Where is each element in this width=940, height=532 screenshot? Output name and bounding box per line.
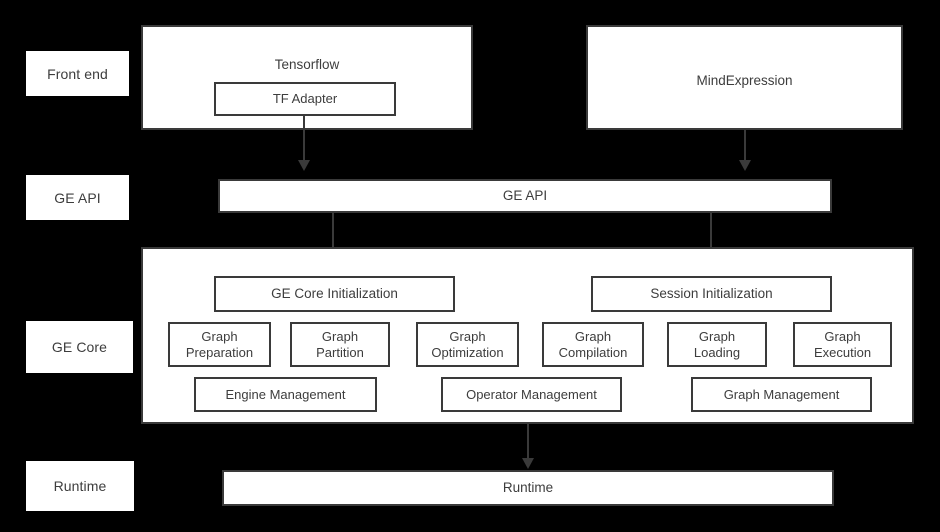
frontend-tf-adapter-label: TF Adapter <box>272 91 338 107</box>
stage-label-runtime-text: Runtime <box>53 478 107 494</box>
stage-label-front-end: Front end <box>26 51 129 96</box>
frontend-tf-adapter-box[interactable]: TF Adapter <box>214 82 396 116</box>
module-graph-optimization-line1: Graph <box>449 328 486 344</box>
manager-graph-management-label: Graph Management <box>723 386 840 402</box>
stage-label-ge-api: GE API <box>26 175 129 220</box>
connector-line-mindexpression-to-ge-api <box>744 130 746 162</box>
manager-engine-management[interactable]: Engine Management <box>194 377 377 412</box>
connector-arrow-mindexpression-to-ge-api <box>739 160 751 171</box>
manager-operator-management[interactable]: Operator Management <box>441 377 622 412</box>
ge-core-container: GE Core Initialization Session Initializ… <box>141 247 914 424</box>
stage-label-ge-core-text: GE Core <box>51 339 108 355</box>
stage-label-runtime: Runtime <box>26 461 134 511</box>
session-initialization-box[interactable]: Session Initialization <box>591 276 832 312</box>
connector-line-tf-adapter-to-ge-api <box>303 114 305 162</box>
module-graph-preparation-line1: Graph <box>201 328 238 344</box>
runtime-bar-label: Runtime <box>502 479 554 495</box>
session-initialization-label: Session Initialization <box>650 285 773 301</box>
connector-arrow-ge-core-to-runtime <box>522 458 534 469</box>
stage-label-ge-core: GE Core <box>26 321 133 373</box>
connector-arrow-tf-adapter-to-ge-api <box>298 160 310 171</box>
module-graph-partition-line1: Graph <box>321 328 359 344</box>
frontend-tensorflow-container: Tensorflow TF Adapter <box>141 25 473 130</box>
manager-graph-management[interactable]: Graph Management <box>691 377 872 412</box>
stage-label-ge-api-text: GE API <box>54 189 101 206</box>
ge-api-bar-label: GE API <box>502 187 548 203</box>
module-graph-optimization-line2: Optimization <box>431 344 504 360</box>
manager-operator-management-label: Operator Management <box>466 386 597 402</box>
runtime-bar[interactable]: Runtime <box>222 470 834 506</box>
connector-line-ge-core-to-runtime <box>527 424 529 460</box>
frontend-mindexpression-container: MindExpression <box>586 25 903 130</box>
module-graph-execution-line1: Graph <box>824 328 861 344</box>
module-graph-compilation-line1: Graph <box>574 328 612 344</box>
stage-label-front-end-text: Front end <box>47 65 108 82</box>
ge-api-bar[interactable]: GE API <box>218 179 832 213</box>
module-graph-preparation-line2: Preparation <box>185 344 254 360</box>
frontend-mindexpression-label: MindExpression <box>696 73 793 88</box>
module-graph-partition-line2: Partition <box>316 344 364 360</box>
connector-line-ge-api-to-ge-core-init <box>332 213 334 261</box>
ge-core-initialization-label: GE Core Initialization <box>271 285 398 301</box>
ge-core-initialization-box[interactable]: GE Core Initialization <box>214 276 455 312</box>
frontend-tensorflow-label: Tensorflow <box>274 57 340 72</box>
module-graph-loading-line1: Graph <box>698 328 736 344</box>
module-graph-loading-line2: Loading <box>693 344 741 360</box>
module-graph-execution-line2: Execution <box>813 344 872 360</box>
module-graph-compilation-line2: Compilation <box>558 344 628 360</box>
manager-engine-management-label: Engine Management <box>225 386 346 402</box>
connector-line-ge-api-to-session-init <box>710 213 712 261</box>
